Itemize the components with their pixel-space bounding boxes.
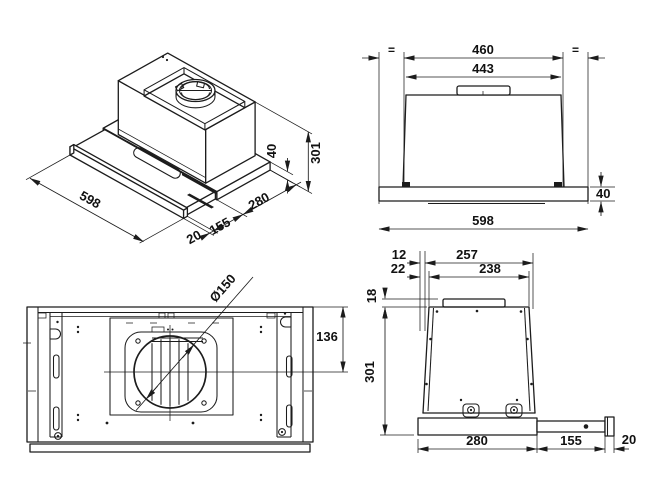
mounting-slot-icon xyxy=(280,316,292,328)
foot-bracket xyxy=(402,182,410,187)
duct-collar-front xyxy=(456,85,511,96)
dim-total-width: 598 xyxy=(472,213,494,228)
dim-body-top-depth: 238 xyxy=(479,261,501,276)
dim-duct-diameter: Ø150 xyxy=(206,271,238,305)
foot-bracket xyxy=(554,182,562,187)
mounting-slot-icon xyxy=(49,328,61,340)
mounting-tab xyxy=(505,403,523,418)
dim-body-height: 301 xyxy=(362,361,377,383)
telescopic-rail xyxy=(536,420,606,433)
dim-rail-depth: 155 xyxy=(207,214,233,238)
front-outline xyxy=(378,52,589,205)
screw-hole-icon xyxy=(165,58,169,62)
dim-collar-height: 18 xyxy=(364,289,379,303)
base-plate-front xyxy=(378,186,589,202)
dim-panel-thickness: 20 xyxy=(622,432,636,447)
dim-base-depth: 280 xyxy=(466,433,488,448)
seam-shadow xyxy=(182,172,217,195)
dim-width: 598 xyxy=(77,188,103,212)
dim-rear-offset: 22 xyxy=(391,261,405,276)
iso-hood-body xyxy=(69,52,271,220)
side-view: 12 257 22 238 18 301 280 155 20 xyxy=(362,247,636,453)
dim-total-height: 301 xyxy=(308,142,323,164)
screw-hole-icon xyxy=(161,55,165,59)
duct-collar-side xyxy=(442,298,506,308)
side-outline xyxy=(417,251,615,437)
dim-base-depth: 280 xyxy=(246,189,272,213)
dim-base-height: 40 xyxy=(596,186,610,201)
equal-mark: = xyxy=(388,43,395,57)
front-dimensions: = = 460 443 40 598 xyxy=(362,42,615,232)
blower-chamber xyxy=(109,317,234,416)
front-view: = = 460 443 40 598 xyxy=(362,42,615,232)
dim-panel-depth: 20 xyxy=(184,227,204,247)
side-dimensions: 12 257 22 238 18 301 280 155 20 xyxy=(362,247,636,453)
plan-outline xyxy=(23,306,348,453)
dim-rear-gap: 12 xyxy=(392,247,406,262)
isometric-view: 598 20 155 280 40 301 xyxy=(25,52,323,247)
dim-rail-travel: 155 xyxy=(560,433,582,448)
equal-mark: = xyxy=(572,43,579,57)
pullout-panel-edge xyxy=(29,443,311,453)
duct-collar-icon xyxy=(174,78,216,109)
mounting-tab xyxy=(462,403,480,418)
plan-dimensions: Ø150 136 xyxy=(135,271,348,411)
dim-outer-width: 460 xyxy=(472,42,494,57)
front-panel-end xyxy=(604,416,615,437)
dim-duct-center-offset: 136 xyxy=(316,329,338,344)
dim-top-depth: 257 xyxy=(456,247,478,262)
dim-body-width: 443 xyxy=(472,61,494,76)
plan-view: Ø150 136 xyxy=(23,271,348,453)
seam-shadow xyxy=(187,193,214,209)
dim-base-height: 40 xyxy=(264,144,279,158)
handle-recess-icon xyxy=(133,147,181,179)
